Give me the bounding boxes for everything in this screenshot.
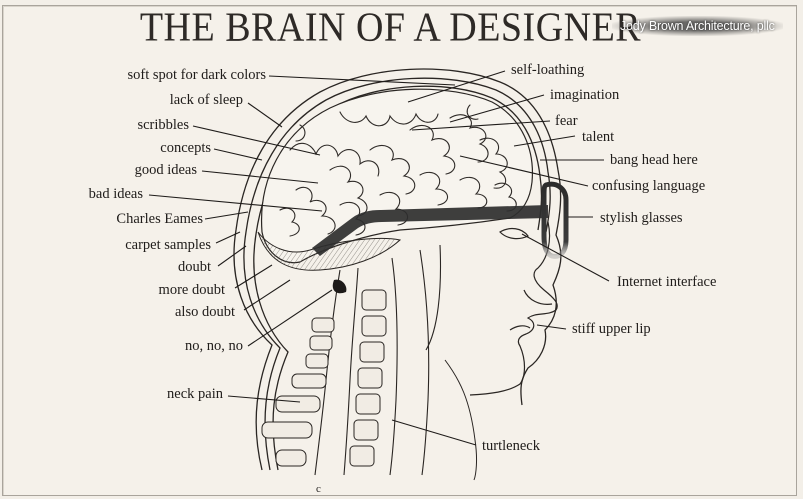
label-internet-interface: Internet interface [617, 274, 717, 290]
label-scribbles: scribbles [137, 117, 189, 133]
label-stylish-glasses: stylish glasses [600, 210, 683, 226]
label-bang-head-here: bang head here [610, 152, 698, 168]
glasses-icon [312, 181, 569, 259]
label-concepts: concepts [160, 140, 211, 156]
label-turtleneck: turtleneck [482, 438, 540, 454]
label-also-doubt: also doubt [174, 304, 235, 320]
svg-text:c: c [316, 483, 321, 495]
label-neck-pain: neck pain [167, 386, 223, 402]
label-soft-spot-for-dark-colors: soft spot for dark colors [127, 67, 266, 83]
label-doubt: doubt [177, 259, 211, 275]
label-talent: talent [582, 129, 615, 145]
label-lack-of-sleep: lack of sleep [169, 92, 243, 108]
label-good-ideas: good ideas [134, 162, 197, 178]
label-carpet-samples: carpet samples [125, 237, 211, 253]
label-bad-ideas: bad ideas [88, 186, 143, 202]
label-self-loathing: self-loathing [511, 62, 585, 78]
label-stiff-upper-lip: stiff upper lip [572, 321, 651, 337]
watermark-credit: Jody Brown Architecture, pllc [612, 16, 783, 36]
label-confusing-language: confusing language [592, 178, 706, 194]
label-imagination: imagination [550, 87, 620, 103]
label-charles-eames: Charles Eames [116, 211, 203, 227]
label-fear: fear [555, 113, 578, 129]
poster-frame [2, 5, 797, 496]
label-no-no-no: no, no, no [185, 338, 243, 354]
label-more-doubt: more doubt [158, 282, 225, 298]
page-title: THE BRAIN OF A DESIGNER [139, 5, 642, 51]
